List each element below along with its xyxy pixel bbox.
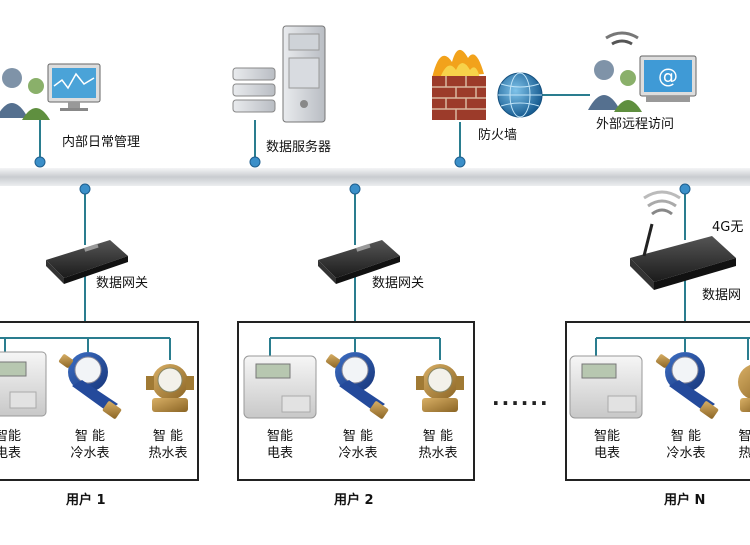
svg-text:@: @ [658,64,678,88]
backbone-bus [0,168,750,186]
device-label-line2: 冷水表 [666,446,706,461]
device-label-electric: 智能 电表 [0,428,28,462]
gateway-label-2: 数据网关 [372,276,425,291]
cold-water-meter-icon [656,352,719,419]
electric-meter-icon [569,355,643,419]
device-label-line2: 热 [738,446,750,461]
cold-water-meter-icon [59,352,122,419]
device-label-line1: 智 能 [74,429,106,444]
group-boxes [0,321,750,481]
gateway-label-3: 数据网 [702,288,742,303]
gateway-device-1 [46,240,128,284]
device-label-cold: 智 能 冷水表 [330,428,386,462]
device-label-hot: 智 能 热水表 [410,428,466,462]
device-label-cold: 智 能 冷水表 [658,428,714,462]
gateway-label-1: 数据网关 [96,276,149,291]
internal-management-label: 内部日常管理 [62,135,141,150]
device-label-line1: 智 能 [342,429,374,444]
device-label-line2: 冷水表 [338,446,378,461]
device-label-line2: 电表 [0,446,21,461]
device-label-line1: 智能 [0,429,21,444]
group-name-1: 用户 1 [66,493,106,508]
top-drop-lines [39,94,590,160]
device-label-electric: 智能 电表 [255,428,305,462]
device-label-line2: 冷水表 [70,446,110,461]
device-label-line2: 电表 [266,446,293,461]
gateway-nodes [79,183,691,195]
device-label-electric: 智能 电表 [582,428,632,462]
device-label-line1: 智 能 [670,429,702,444]
device-label-cold: 智 能 冷水表 [62,428,118,462]
cold-water-meter-icon [326,352,389,419]
device-label-line2: 热水表 [418,446,458,461]
remote-access-label: 外部远程访问 [596,117,675,132]
device-label-line1: 智 能 [152,429,184,444]
top-nodes [34,156,466,168]
gateway-device-2 [318,240,400,284]
server-icon [232,25,326,123]
group-name-n: 用户 N [664,493,706,508]
hot-water-meter-icon [146,364,194,412]
device-label-hot: 智 热 [738,428,750,462]
wireless-label: 4G无 [712,220,744,235]
device-label-hot: 智 能 热水表 [140,428,196,462]
electric-meter-icon [0,351,47,417]
device-label-line1: 智 [738,429,750,444]
device-label-line1: 智能 [266,429,293,444]
globe-icon [497,72,543,118]
ellipsis: ...... [492,386,550,410]
data-server-label: 数据服务器 [266,140,332,155]
device-label-line2: 电表 [593,446,620,461]
device-label-line1: 智 能 [422,429,454,444]
hot-water-meter-icon [738,365,750,412]
remote-access-icon: @ [588,31,697,112]
gateway-device-3 [630,190,736,290]
firewall-label: 防火墙 [478,128,518,143]
group-name-2: 用户 2 [334,493,374,508]
gateway-lines [84,186,686,322]
electric-meter-icon [243,355,317,419]
device-label-line2: 热水表 [148,446,188,461]
device-label-line1: 智能 [593,429,620,444]
user-monitor-icon [0,63,101,120]
hot-water-meter-icon [416,364,464,412]
group-bus-lines [0,337,750,360]
firewall-icon [432,49,486,120]
